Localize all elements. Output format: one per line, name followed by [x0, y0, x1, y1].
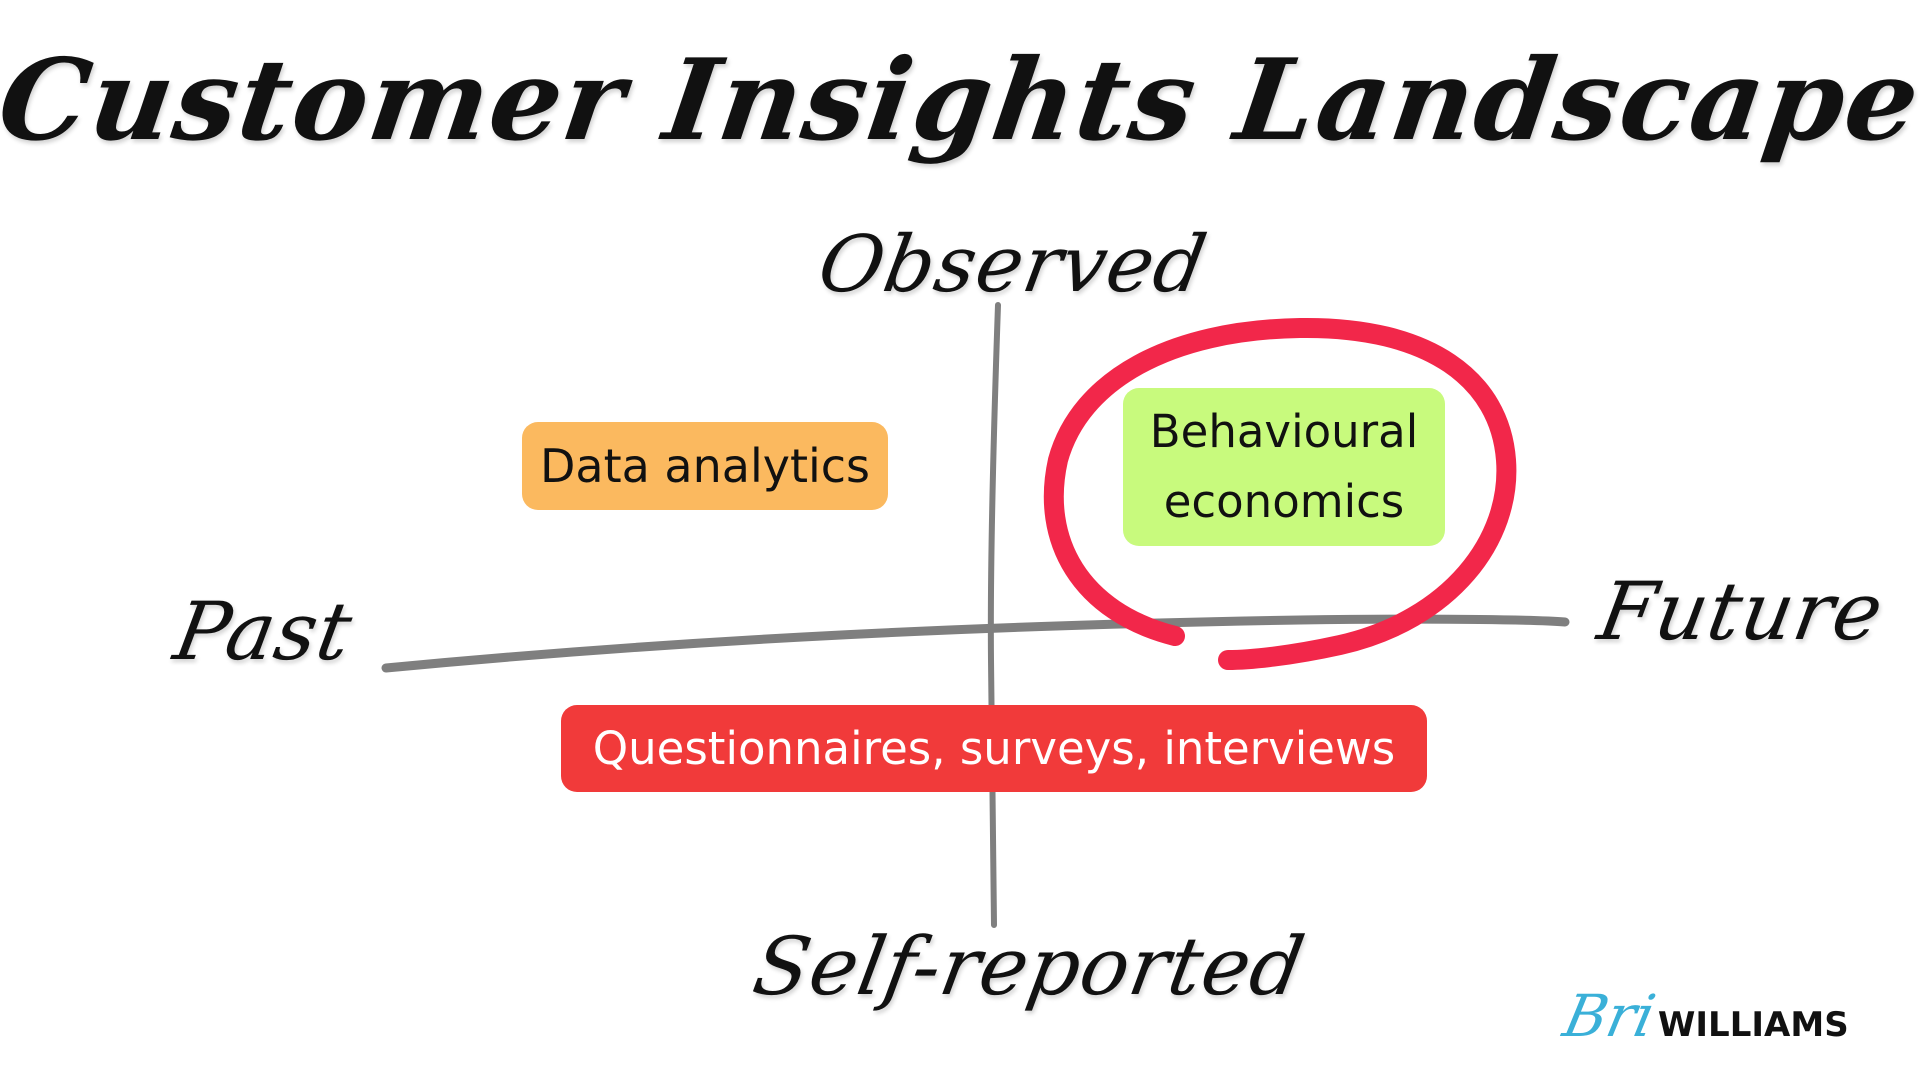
axis-label-observed: Observed: [812, 220, 1214, 310]
logo-script: Bri: [1557, 982, 1662, 1050]
axis-label-future: Future: [1591, 565, 1891, 658]
highlight-circle: [1043, 317, 1517, 670]
box-behavioural-line2: economics: [1163, 475, 1405, 528]
box-behavioural-economics: Behavioural economics: [1123, 388, 1445, 546]
box-data-analytics: Data analytics: [522, 422, 888, 510]
box-questionnaires-label: Questionnaires, surveys, interviews: [592, 722, 1396, 775]
vertical-axis: [987, 302, 1001, 928]
brand-logo: Bri WILLIAMS: [1558, 975, 1849, 1050]
logo-wordmark: WILLIAMS: [1657, 1005, 1849, 1045]
box-questionnaires: Questionnaires, surveys, interviews: [561, 705, 1427, 792]
box-behavioural-line1: Behavioural: [1149, 405, 1419, 458]
box-data-analytics-label: Data analytics: [539, 439, 871, 493]
axis-label-self-reported: Self-reported: [746, 920, 1312, 1013]
diagram-title: Customer Insights Landscape: [0, 35, 1920, 166]
axis-label-past: Past: [167, 585, 360, 678]
